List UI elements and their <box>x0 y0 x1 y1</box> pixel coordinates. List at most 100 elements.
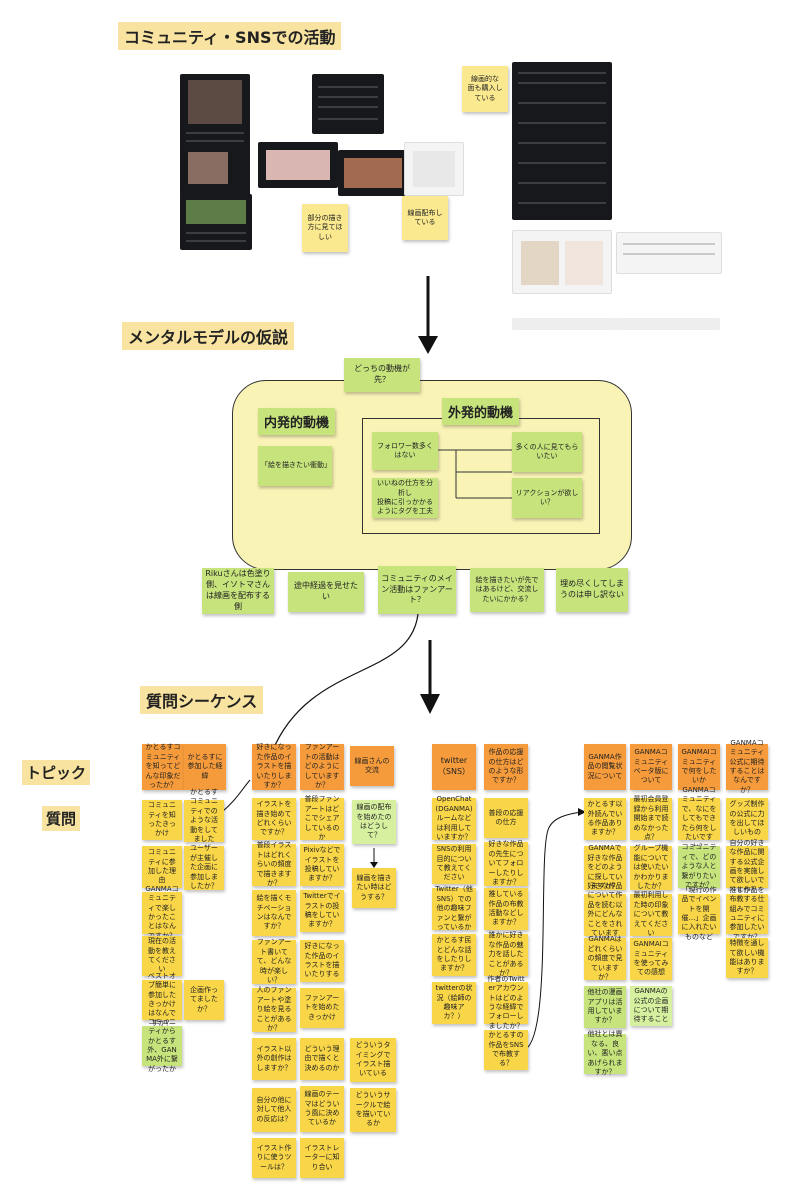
question-note: 現在の活動を教えてください <box>142 936 182 976</box>
question-note: 普段の応援の仕方 <box>484 798 528 838</box>
sticky-note: 「絵を描きたい衝動」 <box>258 446 332 486</box>
question-note: 他社の漫画アプリは活用していますか？ <box>584 986 626 1028</box>
question-note: どういうタイミングでイラスト描いている <box>350 1038 396 1082</box>
sticky-note: どっちの動機が先？ <box>344 358 420 392</box>
question-note: 普段イラストはどれくらいの頻度で描きますか？ <box>252 841 296 887</box>
question-note: 線画を描きたい時はどうする？ <box>352 868 396 908</box>
question-note: twitterの状況（絵師の趣味アカ？） <box>432 982 476 1024</box>
question-note: 最初利用した時の印象について教えてください <box>630 891 672 937</box>
question-note: 好きな作品について作品を読む以外にどんなことをされていますか？ <box>584 882 626 947</box>
sticky-note: 埋め尽くしてしまうのは申し訳ない <box>556 568 628 612</box>
sticky-note: 線画配布している <box>402 196 448 240</box>
tweet-screenshot <box>616 232 722 274</box>
question-note: 企画作ってましたか？ <box>184 980 224 1020</box>
tweet-screenshot <box>512 62 612 220</box>
question-note: コミュニティからかとるす外、GANMA外に繋がったか <box>142 1018 182 1073</box>
topic-note: GANMAコミュニティ公式に期待することはなんですか？ <box>726 739 768 794</box>
section-title-mental-model: メンタルモデルの仮説 <box>122 322 295 350</box>
question-note: かとるす民とどんな話をしたりしますか？ <box>432 934 476 976</box>
question-note: GANMAコミュニティで、なにをしてもできたら何をしたいですか？ <box>678 786 720 851</box>
question-note: かとるすコミュニティでのような活動をしてましたか？ <box>184 788 224 853</box>
topic-note: 作品の応援の仕方はどのような形ですか？ <box>484 744 528 790</box>
question-note: コミュニティに参加した理由 <box>142 846 182 888</box>
question-note: イラストレーターに知り合い <box>300 1138 344 1178</box>
tweet-screenshot <box>404 142 464 196</box>
topic-note: 好きになった作品のイラストを描いたりしますか？ <box>252 743 296 790</box>
tweet-screenshot <box>616 318 720 330</box>
question-note: ベストオブ簡単に参加したきっかけはなんですか？ <box>142 972 182 1027</box>
question-note: イラスト以外の創作はしますか？ <box>252 1038 296 1080</box>
question-note: どういうサークルで絵を描いているか <box>350 1088 396 1132</box>
topic-note: 線画さんの交流 <box>350 746 394 786</box>
tweet-screenshot <box>312 74 384 134</box>
question-note: 線画の配布を始めたのはどうして？ <box>352 800 396 844</box>
question-note: 他社とは異なる、良い、悪い点あげられますか？ <box>584 1030 626 1076</box>
flow-arrow <box>418 276 438 354</box>
question-note: 好きな作品の先生についてフォローしたりしますか？ <box>484 840 528 886</box>
sticky-note: 部分の描き方に見てほしい <box>302 204 348 252</box>
question-note: コミュニティで、どのような人と繋がりたいですか？ <box>678 843 720 889</box>
question-note: グループ機能については使いたいかわかりましたか？ <box>630 844 672 890</box>
sticky-note: Rikuさんは色塗り側、イソトマさんは線画を配布する側 <box>202 568 274 614</box>
question-note: Twitterでイラストの投稿をしていますか？ <box>300 890 344 932</box>
question-note: 自分の好きな作品に関する公式企画を実施して欲しいですか？ <box>726 839 768 894</box>
question-note: GANMAIコミュニティを使ってみての感想 <box>630 938 672 980</box>
tweet-screenshot <box>512 318 616 330</box>
sticky-note: 線画的な 面も購入している <box>462 66 508 112</box>
section-title-community: コミュニティ・SNSでの活動 <box>118 22 342 50</box>
question-note: 普段ファンアートはどこでシェアしているのか <box>300 795 344 841</box>
question-note: コミュニティを知ったきっかけ <box>142 800 182 840</box>
intrinsic-label: 内発的動機 <box>258 408 336 435</box>
question-note: Twitter（他SNS）での他の趣味ファンと繋がっているか <box>432 885 476 931</box>
topic-note: GANMAコミュニティベータ版について <box>630 744 672 790</box>
question-note: 最初会員登録から利用開始まで読めなかった点？ <box>630 795 672 841</box>
extrinsic-label: 外発的動機 <box>442 398 520 425</box>
question-note: どういう理由で描くと決めるのか <box>300 1038 344 1080</box>
sticky-note: 途中経過を見せたい <box>288 572 364 612</box>
question-note: Pixivなどでイラストを投稿していますか？ <box>300 844 344 886</box>
question-note: ファンアートを始めたきっかけ <box>300 988 344 1028</box>
question-note: 好きになった作品のイラストを描いたりする <box>300 940 344 982</box>
tweet-screenshot <box>512 230 612 294</box>
sticky-note: 絵を描きたいが先ではあるけど、交流したいにかかる？ <box>470 568 544 612</box>
sticky-note: いいねの仕方を分析し 投稿に引っかかるようにタグを工夫 <box>372 478 438 518</box>
question-note: 線画のテーマはどういう風に決めているか <box>300 1086 344 1132</box>
question-note: GANMAの公式の企画について期待すること <box>630 986 672 1026</box>
topic-note: かとるすに参加した経緯 <box>184 744 226 790</box>
topic-note: GANMA作品の閲覧状況について <box>584 744 626 790</box>
topic-note: かとるすコミュニティを知ってどんな印象だったか？ <box>142 743 184 790</box>
sticky-note: コミュニティのメイン活動はファンアート？ <box>378 566 456 614</box>
tweet-screenshot <box>258 142 338 188</box>
question-note: 推し作品を布教する仕組みでコミュニティに参加したいですか？ <box>726 886 768 941</box>
sticky-note: リアクションが欲しい？ <box>512 478 582 518</box>
question-note: 人のファンアートや塗り絵を見ることがあるか？ <box>252 986 296 1032</box>
question-note: ユーザーが主催した企画に参加しましたか？ <box>184 844 224 890</box>
question-note: 誰かに好きな作品の魅力を話したことがあるか？ <box>484 931 528 977</box>
question-note: かとるす以外読んでいる作品ありますか？ <box>584 798 626 840</box>
question-note: グッズ制作の公式に力を出してほしいもの <box>726 798 768 840</box>
question-note: OpenChat(DGANMA)ルームなどは利用していますか？ <box>432 795 476 841</box>
question-note: 「現行の作品でイベントを開催…」企画に入れたいものなど <box>678 886 720 941</box>
question-note: 自分の他に対して他人の反応は？ <box>252 1088 296 1132</box>
question-note: イラスト作りに使うツールは？ <box>252 1138 296 1178</box>
tweet-screenshot <box>180 194 252 250</box>
question-note: 推している作品の布教活動などしますか？ <box>484 888 528 930</box>
question-note: GANMAで好きな作品をどのように探していますか？ <box>584 844 626 890</box>
topic-note: GANMAIコミュニティで何をしたいか <box>678 744 720 790</box>
question-note: 絵を描くモチベーションはなんですか？ <box>252 890 296 936</box>
question-note: GANMAコミュニティで楽しかったことはなんですか？ <box>142 885 182 940</box>
question-note: SNSの利用目的について教えてください <box>432 844 476 884</box>
mental-model-connectors <box>438 449 512 499</box>
question-note: 特徴を通して欲しい機能はありますか？ <box>726 938 768 978</box>
topic-note: twitter（SNS） <box>432 744 476 790</box>
sticky-note: 多くの人に見てもらいたい <box>512 432 582 472</box>
sticky-note: フォロワー数多くはない <box>372 432 438 470</box>
question-note: かとるすの作品をSNSで布教する？ <box>484 1030 528 1070</box>
question-note: イラストを描き始めてどれくらいですか？ <box>252 798 296 840</box>
section-title-sequence: 質問シーケンス <box>140 686 264 714</box>
tweet-screenshot <box>338 150 408 196</box>
topic-note: ファンアートの活動はどのようにしていますか？ <box>300 743 344 790</box>
question-note: GANMAはどれくらいの頻度で見ていますか？ <box>584 935 626 981</box>
tweet-screenshot <box>180 74 250 196</box>
